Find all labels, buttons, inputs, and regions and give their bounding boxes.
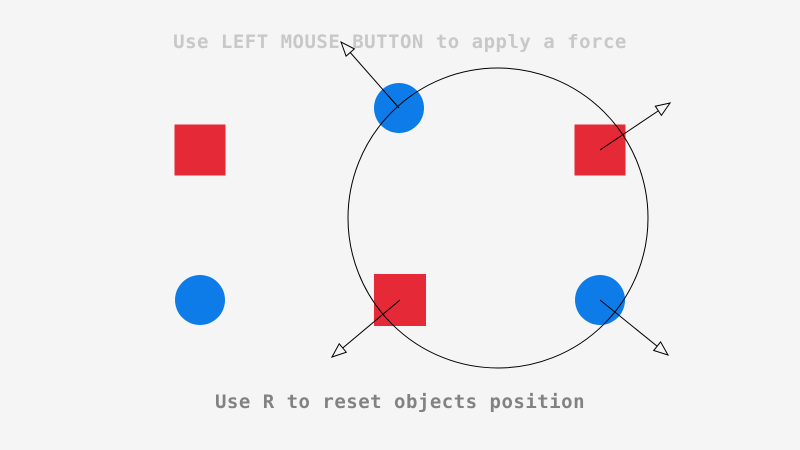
boundary-circle: [347, 67, 649, 369]
force-arrow-head-red-square-right: [654, 102, 672, 117]
hint-reset-objects: Use R to reset objects position: [214, 391, 586, 413]
force-arrow-head-blue-circle-right: [652, 341, 670, 356]
hint-apply-force: Use LEFT MOUSE BUTTON to apply a force: [173, 31, 627, 53]
force-arrow-head-blue-circle-top: [340, 40, 356, 57]
force-arrow-shaft-blue-circle-top: [340, 41, 400, 109]
physics-object-blue-circle-left[interactable]: [175, 275, 225, 325]
force-arrow-head-red-square-center: [330, 342, 348, 358]
force-arrow-shaft-red-square-center: [331, 299, 401, 358]
force-arrow-shaft-blue-circle-right: [599, 299, 669, 356]
physics-object-red-square-left[interactable]: [174, 124, 226, 176]
